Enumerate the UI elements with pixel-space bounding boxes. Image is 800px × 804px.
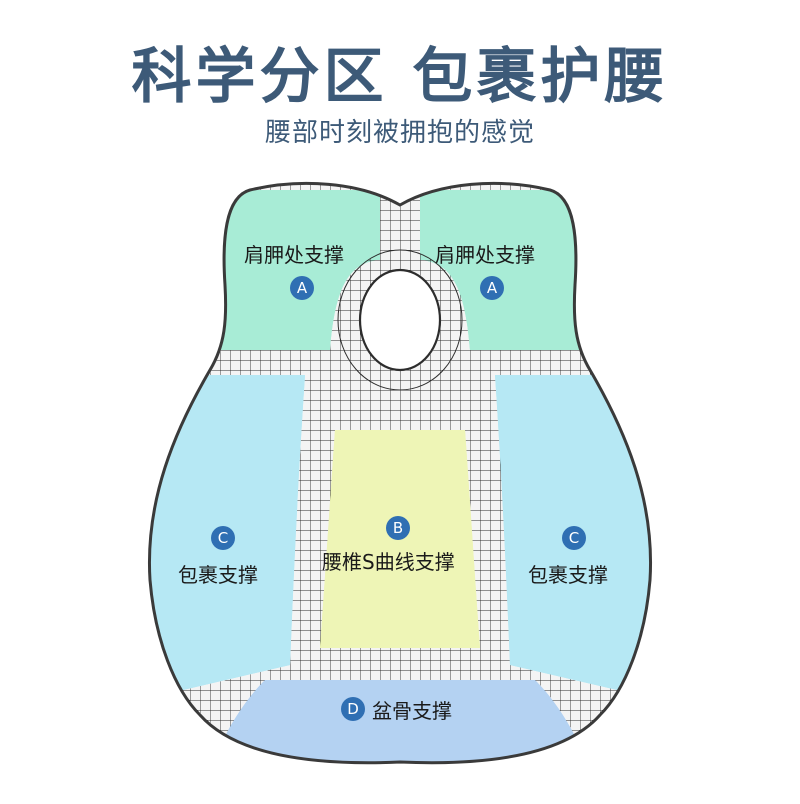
zone-d-label: 盆骨支撑	[372, 699, 452, 723]
zone-a-right-label: 肩胛处支撑	[435, 243, 535, 267]
zone-a-right-badge: A	[480, 276, 504, 300]
page-title: 科学分区 包裹护腰	[131, 42, 669, 112]
zone-c-right-badge: C	[562, 526, 586, 550]
zone-a-left-badge: A	[290, 276, 314, 300]
neck-hole	[358, 268, 442, 372]
zone-b-badge: B	[386, 516, 410, 540]
zone-b-label: 腰椎S曲线支撑	[322, 550, 455, 574]
zone-a-left-label: 肩胛处支撑	[244, 243, 344, 267]
zone-c-left-badge: C	[211, 526, 235, 550]
page-subtitle: 腰部时刻被拥抱的感觉	[264, 118, 535, 148]
cushion-outline	[147, 181, 653, 765]
zone-d-badge: D	[341, 697, 365, 721]
zone-c-right-label: 包裹支撑	[528, 563, 608, 587]
zone-c-left-label: 包裹支撑	[178, 563, 258, 587]
